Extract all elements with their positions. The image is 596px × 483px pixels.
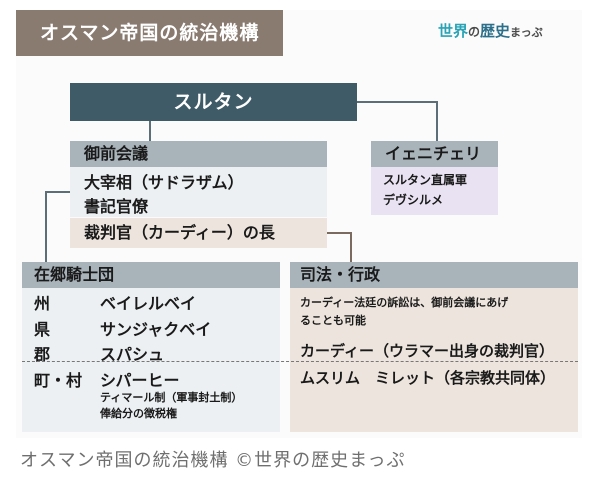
timar-line: ティマール制（軍事封土制） <box>100 391 243 404</box>
local-row-value: シパーヒー <box>100 371 180 390</box>
local-knights-header: 在郷騎士団 <box>22 262 280 288</box>
council-header: 御前会議 <box>70 141 327 167</box>
sultan-box: スルタン <box>70 83 357 121</box>
town-divider <box>22 361 578 362</box>
council-row-scribes: 書記官僚 <box>84 197 149 216</box>
local-knights-body: 州 ベイレルベイ 県 サンジャクベイ 郡 スパシュ 町・村 シパーヒー ティマー… <box>22 288 280 432</box>
brand-part3: 歴史 <box>480 22 511 40</box>
justice-millet: ムスリム ミレット（各宗教共同体） <box>300 369 556 387</box>
justice-header: 司法・行政 <box>290 262 578 288</box>
janissary-header: イェニチェリ <box>371 141 498 167</box>
diagram-caption: オスマン帝国の統治機構 ©世界の歴史まっぷ <box>20 450 406 471</box>
line-sultan-janissary <box>357 101 438 141</box>
local-row-value: スパシュ <box>100 345 165 364</box>
local-row-name: 県 <box>34 320 51 339</box>
council-row-grand-vizier: 大宰相（サドラザム） <box>84 173 244 192</box>
janissary-row-devshirme: デヴシルメ <box>383 193 444 207</box>
council-row-chief-judge: 裁判官（カーディー）の長 <box>70 218 327 248</box>
local-row-name: 郡 <box>34 345 51 364</box>
janissary-row-direct-army: スルタン直属軍 <box>383 173 468 187</box>
line-council-local <box>45 191 70 262</box>
brand-logo: 世界の歴史まっぷ <box>438 20 586 44</box>
brand-part1: 世界 <box>438 22 469 40</box>
justice-note-line: カーディー法廷の訴訟は、御前会議にあげ <box>300 296 509 309</box>
diagram-title: オスマン帝国の統治機構 <box>16 10 283 56</box>
justice-note-line: ることも可能 <box>300 314 366 327</box>
timar-line: 俸給分の徴税権 <box>100 407 177 420</box>
brand-part4: まっぷ <box>510 26 543 39</box>
brand-part2: の <box>468 25 481 39</box>
local-row-value: ベイレルベイ <box>100 294 197 313</box>
local-row-value: サンジャクベイ <box>100 320 212 339</box>
line-judge-justice <box>327 232 352 262</box>
local-row-name: 町・村 <box>34 371 83 390</box>
justice-body: カーディー法廷の訴訟は、御前会議にあげ ることも可能 カーディー（ウラマー出身の… <box>290 288 578 432</box>
local-row-name: 州 <box>34 294 51 313</box>
janissary-body: スルタン直属軍 デヴシルメ <box>371 167 498 215</box>
justice-qadi: カーディー（ウラマー出身の裁判官） <box>300 342 554 360</box>
council-body: 大宰相（サドラザム） 書記官僚 <box>70 167 327 217</box>
